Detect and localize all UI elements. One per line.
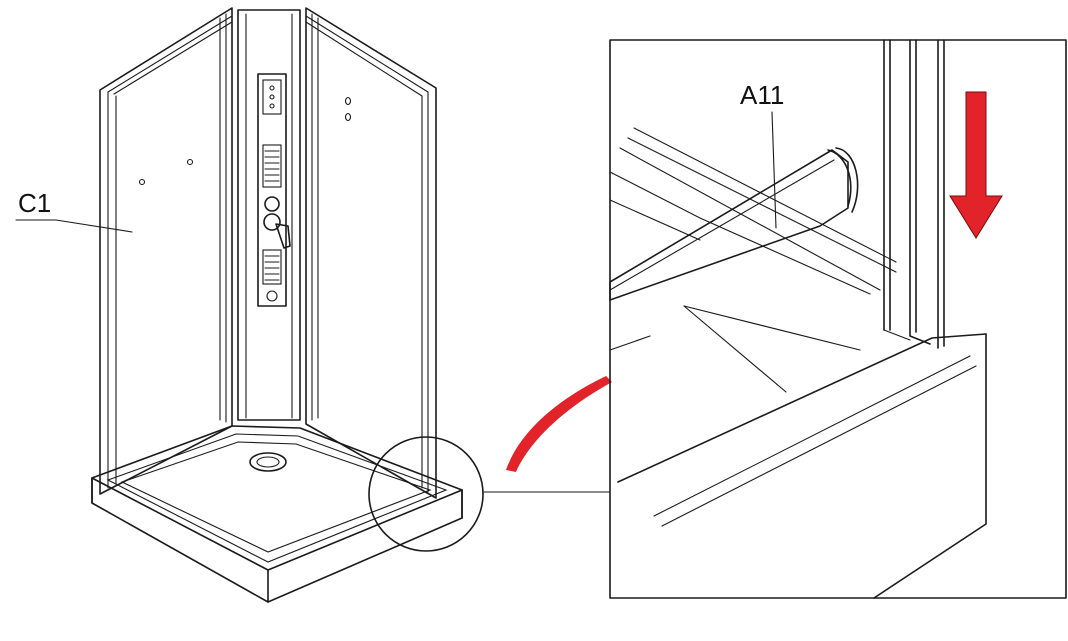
leader-a11 xyxy=(771,111,777,229)
mixer-knob xyxy=(264,196,280,212)
detail-view: A11 xyxy=(609,39,1067,599)
panel-c1 xyxy=(99,7,233,495)
shower-cabin xyxy=(91,7,463,603)
mixer-lever xyxy=(275,223,291,249)
control-panel xyxy=(257,73,287,307)
center-column xyxy=(237,9,301,421)
detail-circle xyxy=(368,436,484,552)
detail-frame xyxy=(609,39,1067,599)
speaker-grille-top xyxy=(262,144,282,188)
vertical-post xyxy=(883,39,945,349)
part-a11 xyxy=(609,147,859,301)
tray-base xyxy=(91,477,463,603)
drain xyxy=(249,452,287,472)
tray-block xyxy=(617,333,987,483)
arrow-down-icon xyxy=(949,91,1003,239)
label-c1: C1 xyxy=(18,188,51,218)
panel-right xyxy=(305,7,437,499)
curved-arrow-icon xyxy=(506,376,612,472)
leader-c1 xyxy=(15,219,133,233)
label-a11: A11 xyxy=(740,80,784,110)
speaker-grille-bottom xyxy=(262,249,282,285)
